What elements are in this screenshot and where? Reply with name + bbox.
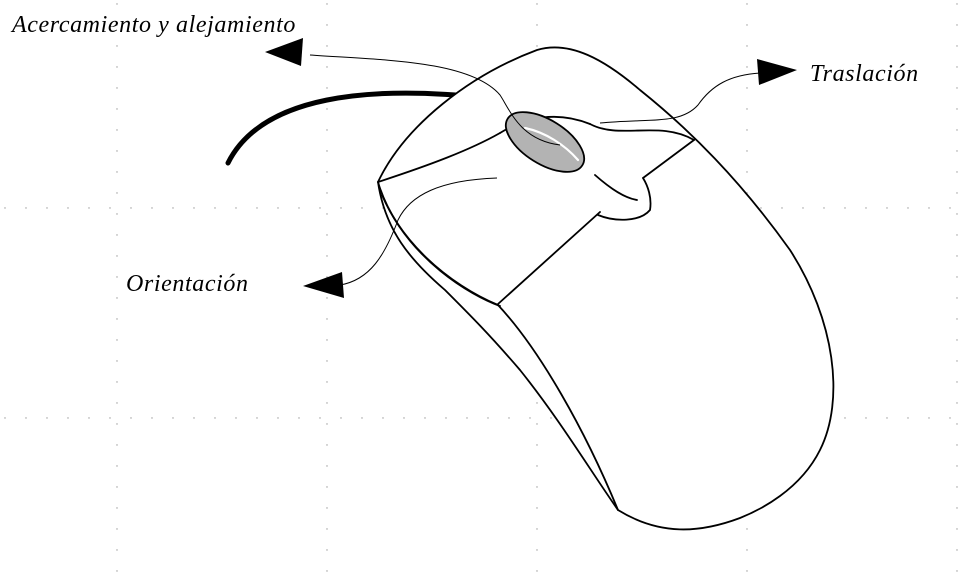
- arrowhead-icon: [303, 272, 344, 298]
- label-zoom: Acercamiento y alejamiento: [10, 12, 296, 38]
- mouse-outline: [377, 46, 835, 531]
- mouse-cable: [225, 90, 491, 166]
- button-edge-left: [497, 211, 601, 305]
- arrowhead-icon: [265, 38, 303, 66]
- mouse-top-edge: [377, 132, 501, 183]
- translation-leader: [599, 59, 797, 124]
- crown-right: [589, 123, 695, 141]
- arrowhead-icon: [757, 59, 797, 85]
- zoom-leader: [265, 38, 561, 146]
- mouse-side-crease: [381, 194, 501, 307]
- wheel-notch: [597, 177, 652, 221]
- button-divider: [594, 174, 638, 201]
- orientation-leader: [303, 177, 498, 298]
- label-translation: Traslación: [810, 61, 919, 87]
- label-orientation: Orientación: [126, 271, 249, 297]
- button-edge-right: [642, 139, 695, 179]
- computer-mouse-icon: [377, 46, 835, 531]
